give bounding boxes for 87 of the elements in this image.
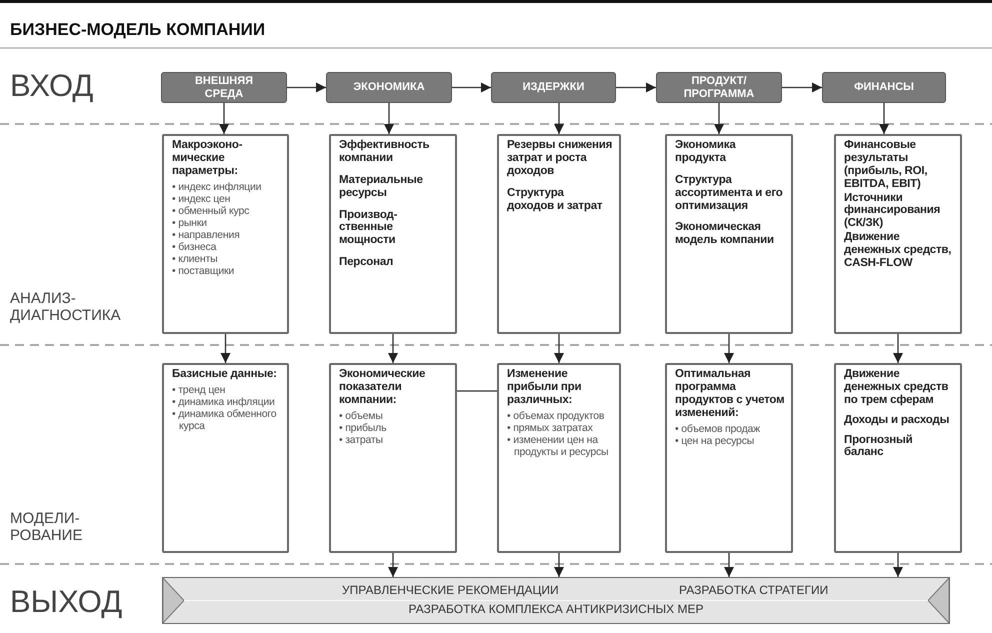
- box-heading: Движение денежных средств по трем сферам: [844, 368, 950, 407]
- box-heading: Производ- ственные мощности: [339, 208, 398, 248]
- box-heading: Экономическая модель компании: [675, 221, 775, 248]
- stage-label: ЭКОНОМИКА: [353, 81, 425, 94]
- bullet-item: • изменении цен на продукты и ресурсы: [507, 434, 610, 458]
- diagram-title: БИЗНЕС-МОДЕЛЬ КОМПАНИИ: [10, 20, 266, 40]
- bullet-item: • рынки: [172, 216, 208, 229]
- box-heading: Изменение прибыли при различных:: [507, 368, 582, 407]
- arrow: [220, 334, 230, 363]
- bullet-item: • прямых затратах: [507, 422, 594, 434]
- box-heading: Резервы снижения затрат и роста доходов: [507, 139, 613, 178]
- arrow: [554, 103, 564, 134]
- arrow: [554, 553, 564, 577]
- arrow: [554, 334, 564, 363]
- box-heading: Макроэконо- мические параметры:: [172, 139, 244, 178]
- row-label: МОДЕЛИ- РОВАНИЕ: [10, 510, 82, 544]
- model-box: [665, 363, 793, 553]
- analysis-box: [665, 134, 793, 334]
- arrow: [879, 103, 889, 134]
- bullet-item: • обменный курс: [172, 204, 250, 217]
- box-heading: Доходы и расходы: [844, 414, 950, 426]
- row-label: АНАЛИЗ- ДИАГНОСТИКА: [10, 290, 121, 324]
- bullet-item: • индекс цен: [172, 192, 232, 205]
- arrow: [724, 334, 734, 363]
- model-box: [834, 363, 962, 553]
- box-heading: Структура ассортимента и его оптимизация: [675, 174, 784, 212]
- banner-text: РАЗРАБОТКА СТРАТЕГИИ: [679, 583, 828, 597]
- bullet-item: • тренд цен: [172, 384, 226, 396]
- bullet-item: • динамика инфляции: [172, 396, 276, 408]
- box-heading: Структура доходов и затрат: [507, 186, 604, 212]
- box-heading: Эффективность компании: [339, 139, 430, 165]
- bullet-item: • индекс инфляции: [172, 180, 262, 193]
- stage-box: [822, 72, 946, 103]
- bullet-item: • клиенты: [172, 253, 218, 266]
- bullet-item: • объемах продуктов: [507, 410, 606, 422]
- box-heading: Оптимальная программа продуктов с учетом изменений:: [675, 368, 785, 420]
- bullet-item: • направления: [172, 228, 241, 241]
- box-heading: Движение денежных средств, CASH-FLOW: [844, 231, 952, 270]
- stage-box: [326, 72, 452, 103]
- arrow: [714, 103, 724, 134]
- stage-box: [656, 72, 782, 103]
- arrow: [893, 334, 903, 363]
- analysis-box: [162, 134, 289, 334]
- arrow: [782, 82, 822, 92]
- bullet-item: • цен на ресурсы: [675, 434, 756, 447]
- output-banner: [162, 577, 950, 624]
- box-heading: Источники финансирования (СК/ЗК): [844, 192, 942, 230]
- banner-text: РАЗРАБОТКА КОМПЛЕКСА АНТИКРИЗИСНЫХ МЕР: [408, 602, 704, 616]
- arrow: [893, 553, 903, 577]
- model-box: [329, 363, 457, 553]
- stage-label: ФИНАНСЫ: [854, 81, 914, 94]
- box-heading: Персонал: [339, 256, 394, 269]
- arrow: [219, 103, 229, 134]
- stage-label: ИЗДЕРЖКИ: [522, 81, 584, 94]
- bullet-item: • бизнеса: [172, 240, 218, 253]
- stage-label: ПРОДУКТ/ ПРОГРАММА: [682, 75, 756, 100]
- arrow: [287, 82, 326, 92]
- bullet-item: • объемы: [339, 410, 384, 422]
- stage-label: ВНЕШНЯЯ СРЕДА: [194, 75, 254, 100]
- row-label: ВХОД: [10, 68, 94, 104]
- bullet-item: • поставщики: [172, 265, 236, 278]
- arrow: [388, 334, 398, 363]
- box-heading: Прогнозный баланс: [844, 434, 914, 460]
- bullet-item: • объемов продаж: [675, 422, 761, 435]
- analysis-box: [329, 134, 457, 334]
- arrow: [452, 82, 491, 92]
- box-heading: Экономические показатели компании:: [339, 368, 426, 407]
- analysis-box: [834, 134, 962, 334]
- arrow: [616, 82, 656, 92]
- stage-box: [491, 72, 616, 103]
- box-heading: Базисные данные:: [172, 368, 278, 381]
- row-label: ВЫХОД: [10, 584, 122, 620]
- arrow: [724, 553, 734, 577]
- connector-line: [457, 390, 497, 392]
- arrow: [384, 103, 394, 134]
- bullet-item: • затраты: [339, 434, 384, 446]
- model-box: [162, 363, 289, 553]
- stage-box: [161, 72, 287, 103]
- box-heading: Финансовые результаты (прибыль, ROI, EBITDA, EBIT): [844, 139, 928, 190]
- box-heading: Материальные ресурсы: [339, 174, 424, 200]
- analysis-box: [497, 134, 621, 334]
- model-box: [497, 363, 621, 553]
- bullet-item: • прибыль: [339, 422, 388, 434]
- box-heading: Экономика продукта: [675, 139, 737, 165]
- arrow: [388, 553, 398, 577]
- banner-text: УПРАВЛЕНЧЕСКИЕ РЕКОМЕНДАЦИИ: [342, 583, 559, 597]
- bullet-item: • динамика обменного курса: [172, 408, 278, 432]
